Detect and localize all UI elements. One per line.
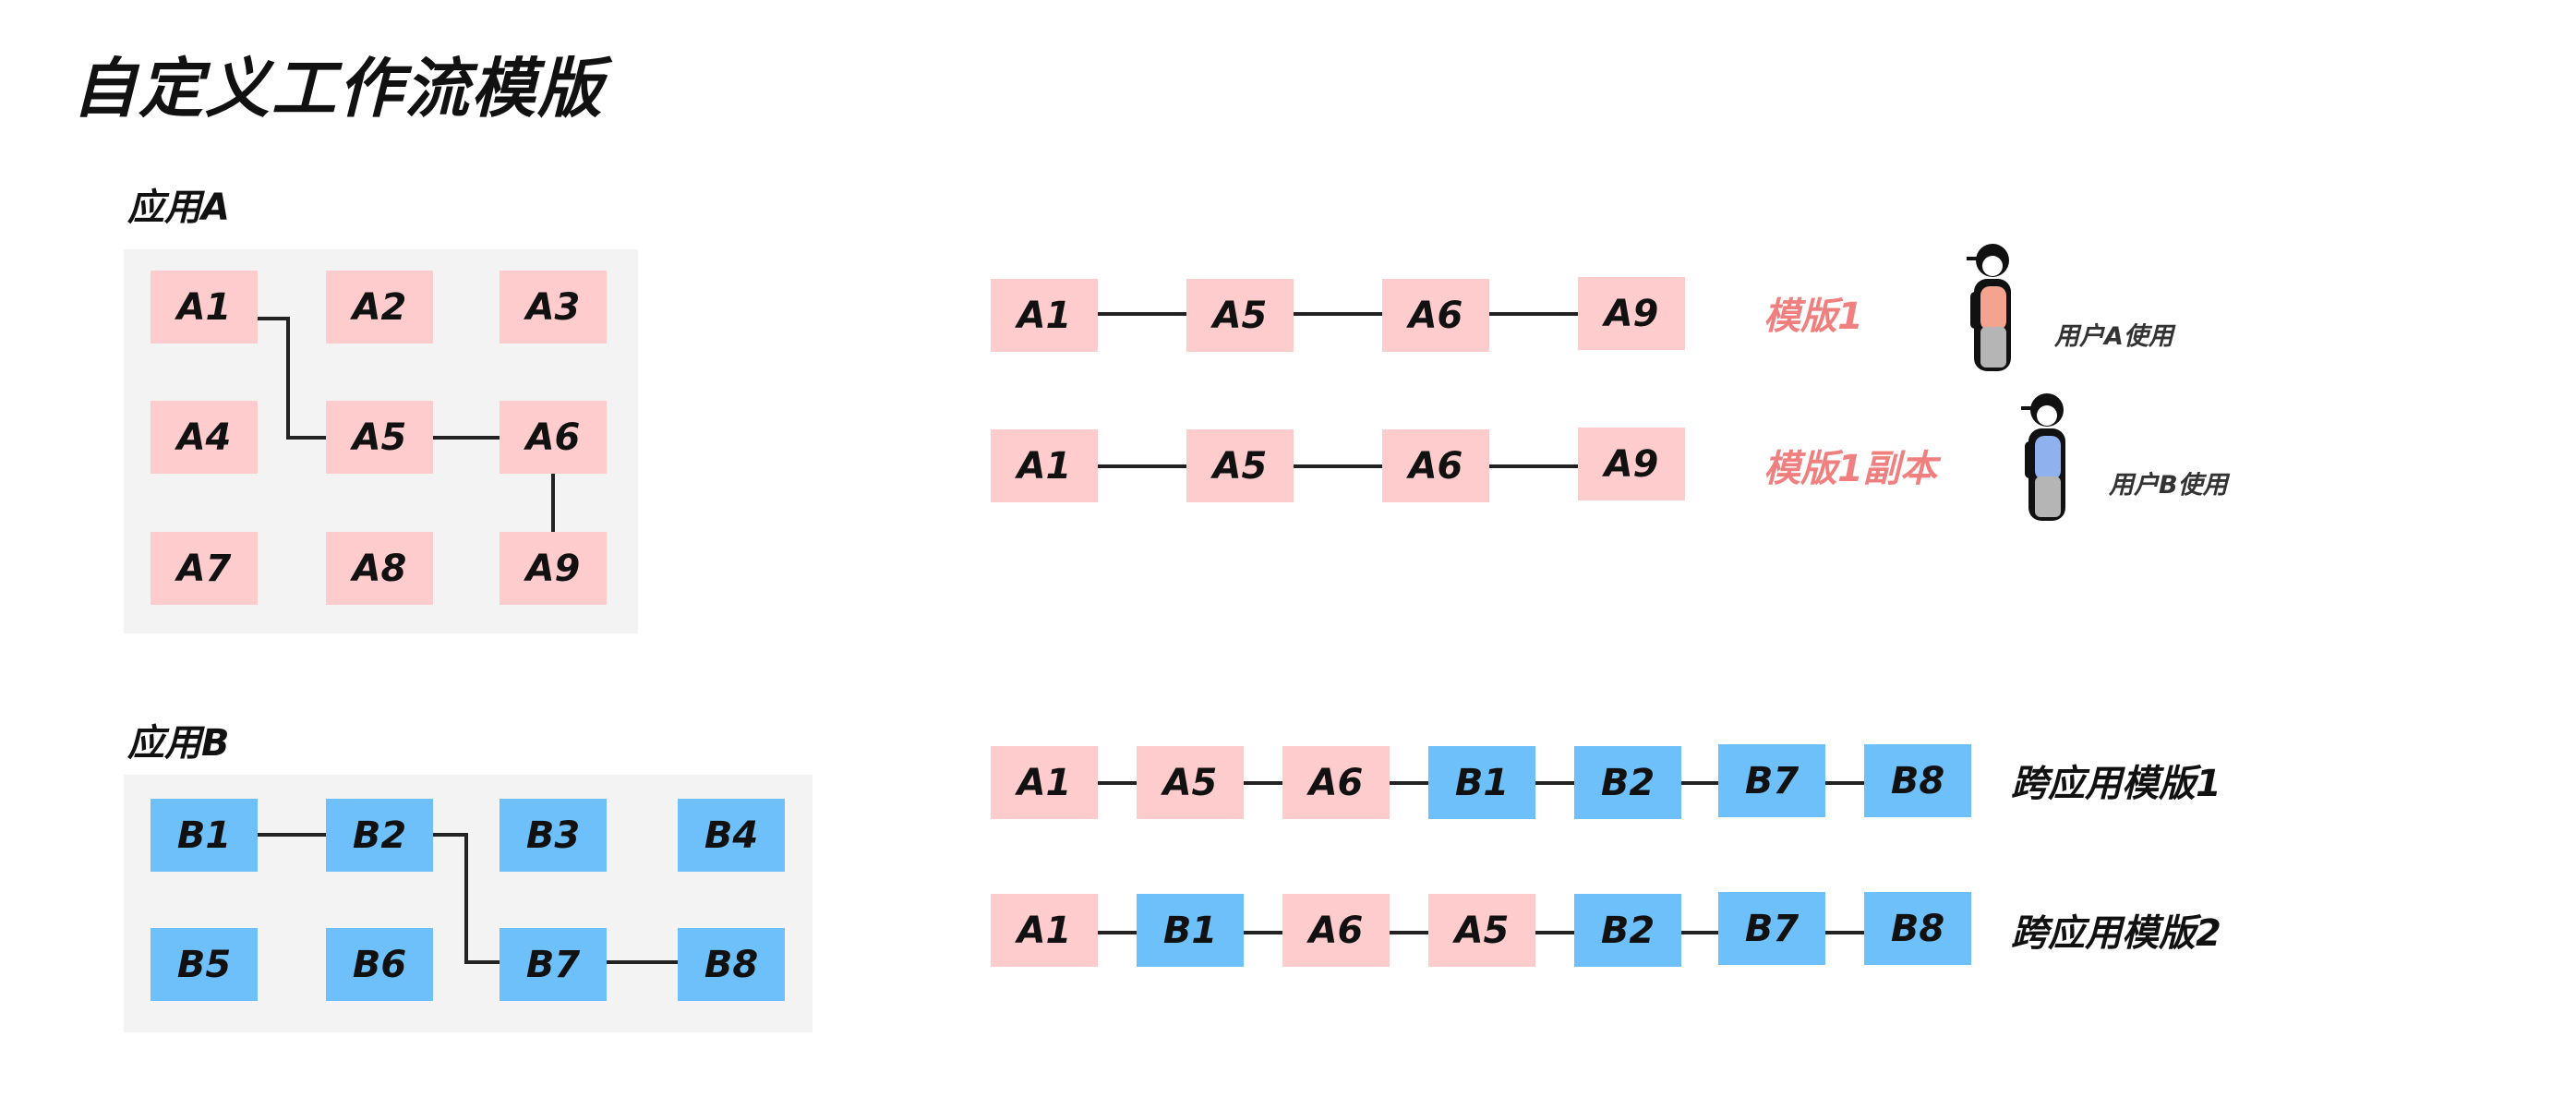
- node-b1[interactable]: B1: [150, 799, 258, 872]
- cross2-node-4[interactable]: A5: [1428, 894, 1535, 967]
- cross2-node-3[interactable]: A6: [1282, 894, 1390, 967]
- cross2-connector: [1390, 931, 1428, 934]
- user-b-label: 用户B使用: [2109, 471, 2228, 500]
- connector-a6-a9: [551, 474, 555, 532]
- cross2-connector: [1535, 931, 1574, 934]
- app-b-label: 应用B: [127, 722, 230, 765]
- tpl2-connector: [1294, 464, 1382, 468]
- tpl2-node-1[interactable]: A1: [991, 429, 1098, 502]
- app-a-label: 应用A: [127, 187, 230, 229]
- connector-a1-a5-h2: [286, 436, 326, 440]
- cross2-connector: [1681, 931, 1718, 934]
- cross1-node-2[interactable]: A5: [1137, 746, 1244, 819]
- tpl2-node-3[interactable]: A6: [1382, 429, 1489, 502]
- node-b6[interactable]: B6: [326, 928, 433, 1001]
- node-b3[interactable]: B3: [500, 799, 607, 872]
- connector-a1-a5-v: [286, 317, 290, 440]
- tpl1-connector: [1098, 312, 1186, 316]
- cross1-connector: [1244, 781, 1282, 785]
- tpl2-node-4[interactable]: A9: [1578, 428, 1685, 500]
- cross1-connector: [1535, 781, 1574, 785]
- node-a2[interactable]: A2: [326, 271, 433, 344]
- tpl1-node-1[interactable]: A1: [991, 279, 1098, 352]
- connector-b2-b7-v: [464, 833, 468, 964]
- cross-template-1-label: 跨应用模版1: [2011, 763, 2221, 805]
- connector-b1-b2: [258, 833, 326, 837]
- node-b8[interactable]: B8: [678, 928, 785, 1001]
- node-a6[interactable]: A6: [500, 401, 607, 474]
- tpl1-node-4[interactable]: A9: [1578, 277, 1685, 350]
- node-b7[interactable]: B7: [500, 928, 607, 1001]
- node-a7[interactable]: A7: [150, 532, 258, 605]
- connector-b7-b8: [607, 960, 678, 964]
- node-a5[interactable]: A5: [326, 401, 433, 474]
- cross1-node-3[interactable]: A6: [1282, 746, 1390, 819]
- node-a3[interactable]: A3: [500, 271, 607, 344]
- node-b5[interactable]: B5: [150, 928, 258, 1001]
- cross1-node-7[interactable]: B8: [1864, 744, 1971, 817]
- cross1-connector: [1825, 781, 1864, 785]
- cross2-node-1[interactable]: A1: [991, 894, 1098, 967]
- cross1-node-5[interactable]: B2: [1574, 746, 1681, 819]
- connector-b2-b7: [433, 833, 466, 837]
- cross1-node-6[interactable]: B7: [1718, 744, 1825, 817]
- template-1-label: 模版1: [1763, 295, 1863, 338]
- tpl1-node-3[interactable]: A6: [1382, 279, 1489, 352]
- cross2-node-7[interactable]: B8: [1864, 892, 1971, 965]
- tpl1-node-2[interactable]: A5: [1186, 279, 1294, 352]
- cross1-connector: [1681, 781, 1718, 785]
- cross2-connector: [1244, 931, 1282, 934]
- node-a1[interactable]: A1: [150, 271, 258, 344]
- connector-b2-b7-h2: [464, 960, 500, 964]
- node-a4[interactable]: A4: [150, 401, 258, 474]
- user-b-avatar-icon: [2021, 393, 2065, 521]
- cross2-node-6[interactable]: B7: [1718, 892, 1825, 965]
- tpl2-connector: [1489, 464, 1578, 468]
- template-1-copy-label: 模版1副本: [1763, 448, 1937, 490]
- cross2-node-2[interactable]: B1: [1137, 894, 1244, 967]
- cross1-connector: [1390, 781, 1428, 785]
- node-a9[interactable]: A9: [500, 532, 607, 605]
- tpl1-connector: [1489, 312, 1578, 316]
- node-b2[interactable]: B2: [326, 799, 433, 872]
- connector-a1-a5: [258, 317, 288, 320]
- cross-template-2-label: 跨应用模版2: [2011, 912, 2221, 955]
- tpl2-connector: [1098, 464, 1186, 468]
- cross1-node-1[interactable]: A1: [991, 746, 1098, 819]
- cross1-node-4[interactable]: B1: [1428, 746, 1535, 819]
- tpl2-node-2[interactable]: A5: [1186, 429, 1294, 502]
- user-a-avatar-icon: [1967, 244, 2011, 371]
- connector-a5-a6: [433, 436, 500, 440]
- cross2-connector: [1825, 931, 1864, 934]
- page-title: 自定义工作流模版: [72, 51, 604, 127]
- node-b4[interactable]: B4: [678, 799, 785, 872]
- cross2-node-5[interactable]: B2: [1574, 894, 1681, 967]
- node-a8[interactable]: A8: [326, 532, 433, 605]
- tpl1-connector: [1294, 312, 1382, 316]
- user-a-label: 用户A使用: [2054, 322, 2173, 351]
- cross1-connector: [1098, 781, 1137, 785]
- cross2-connector: [1098, 931, 1137, 934]
